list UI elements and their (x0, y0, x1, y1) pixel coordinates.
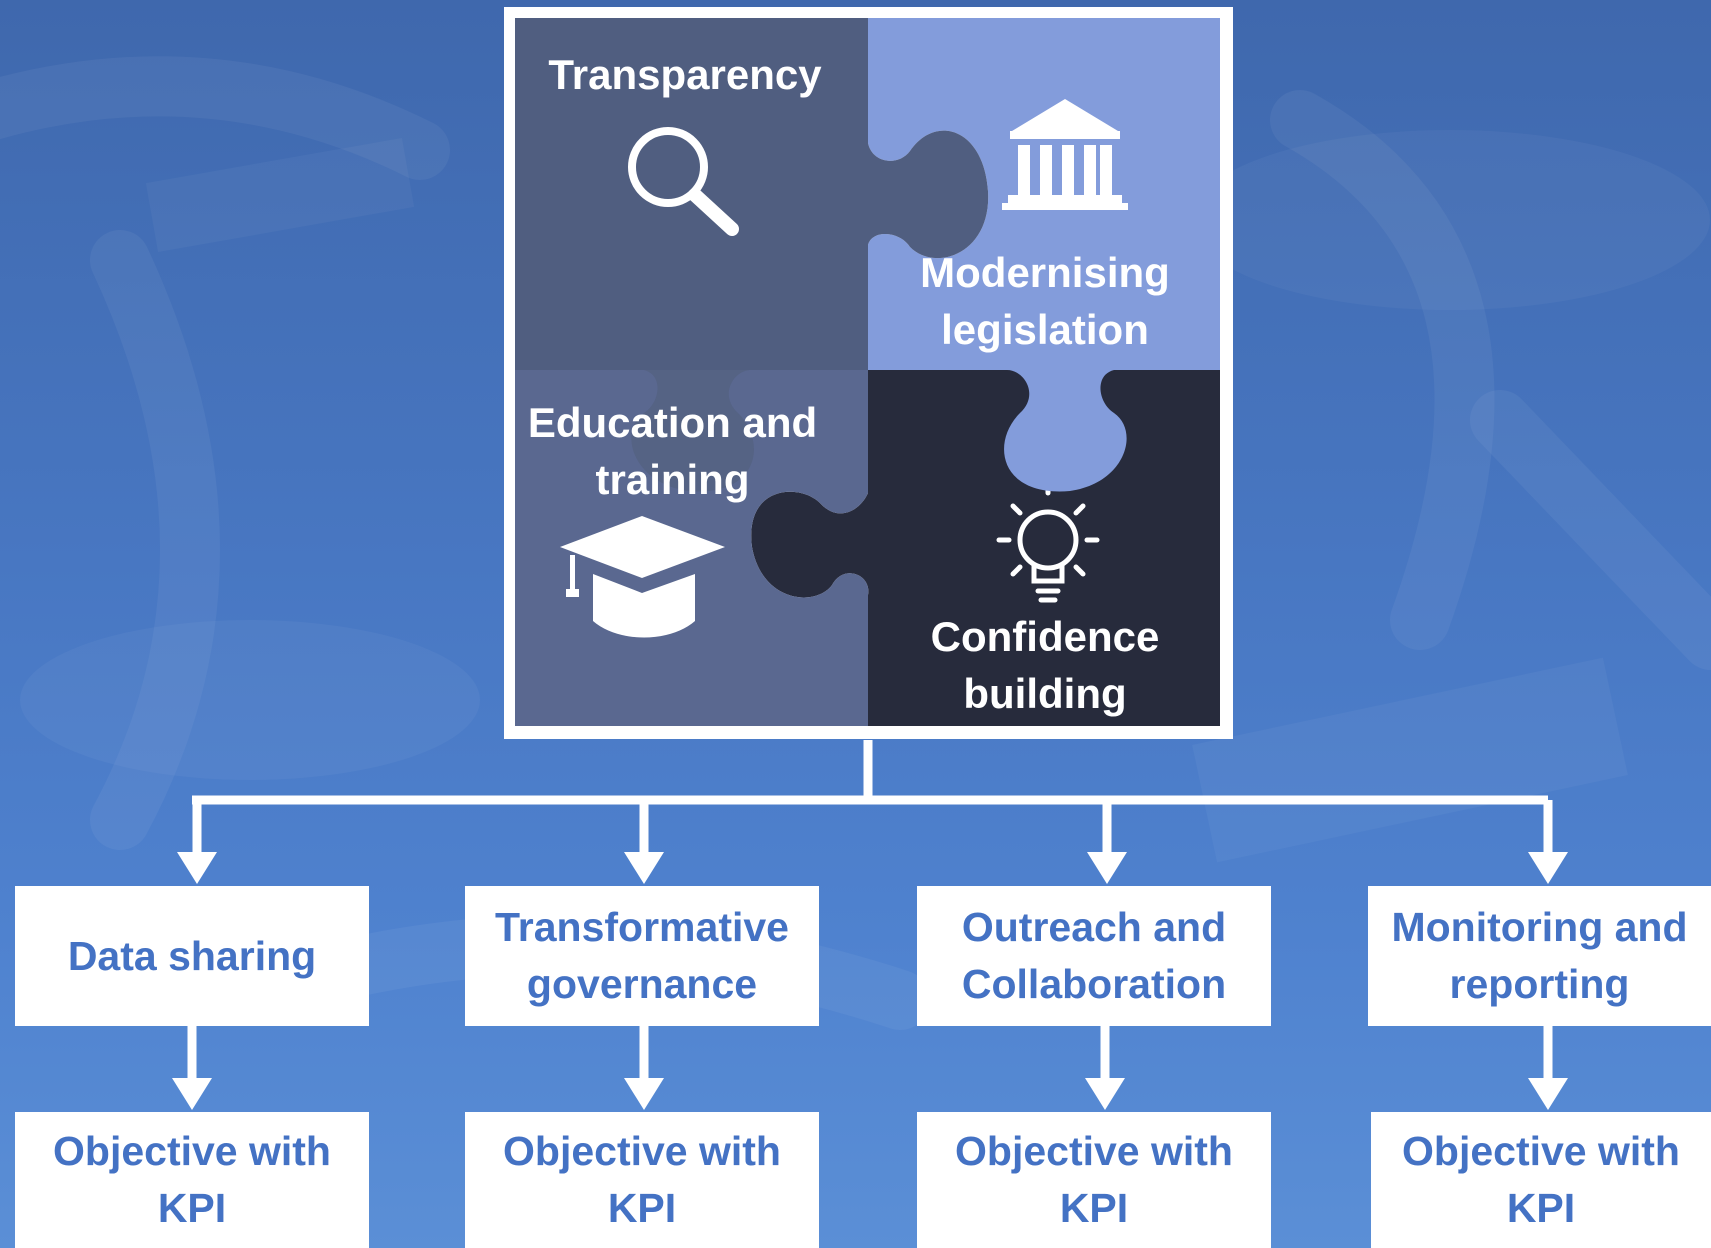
arrowhead-3 (1087, 852, 1127, 884)
pillar-label: Outreach and Collaboration (961, 904, 1227, 1007)
arrowhead-2 (624, 852, 664, 884)
objective-label: Objective with KPI (1402, 1128, 1680, 1231)
graduation-cap-icon (560, 516, 725, 638)
pillar-label: Data sharing (67, 932, 317, 979)
objective-label: Objective with KPI (503, 1128, 781, 1231)
objective-label: Objective with KPI (53, 1128, 331, 1231)
objective-box-4: Objective with KPI (1371, 1112, 1711, 1248)
pillar-box-monitoring-and-reporting: Monitoring and reporting (1368, 886, 1711, 1026)
puzzle-piece-education-and-training (515, 370, 869, 726)
arrowhead-6 (624, 1078, 664, 1110)
label-education-and-training-text: Education and training (527, 399, 818, 503)
label-confidence-building-text: Confidence building (930, 613, 1160, 717)
arrowhead-4 (1528, 852, 1568, 884)
label-modernising-legislation-text: Modernising legislation (920, 249, 1170, 353)
label-modernising-legislation: Modernising legislation (880, 244, 1210, 358)
arrowhead-5 (172, 1078, 212, 1110)
objective-label: Objective with KPI (955, 1128, 1233, 1231)
puzzle-graphic (504, 7, 1233, 739)
pillar-box-data-sharing: Data sharing (15, 886, 369, 1026)
objective-box-2: Objective with KPI (465, 1112, 819, 1248)
lightbulb-icon (996, 480, 1100, 603)
pillar-box-transformative-governance: Transformative governance (465, 886, 819, 1026)
label-confidence-building: Confidence building (905, 608, 1185, 722)
label-transparency: Transparency (548, 51, 822, 98)
objective-box-3: Objective with KPI (917, 1112, 1271, 1248)
puzzle-piece-transparency (515, 18, 989, 492)
pillar-label: Monitoring and reporting (1391, 904, 1688, 1007)
pillar-label: Transformative governance (495, 904, 789, 1007)
arrowhead-8 (1528, 1078, 1568, 1110)
puzzle-piece-modernising-legislation (868, 18, 1220, 492)
institution-icon (1002, 99, 1128, 210)
arrowhead-7 (1085, 1078, 1125, 1110)
arrowhead-1 (177, 852, 217, 884)
magnifier-icon (628, 127, 739, 236)
objective-box-1: Objective with KPI (15, 1112, 369, 1248)
label-education-and-training: Education and training (515, 394, 830, 508)
pillar-box-outreach-and-collaboration: Outreach and Collaboration (917, 886, 1271, 1026)
